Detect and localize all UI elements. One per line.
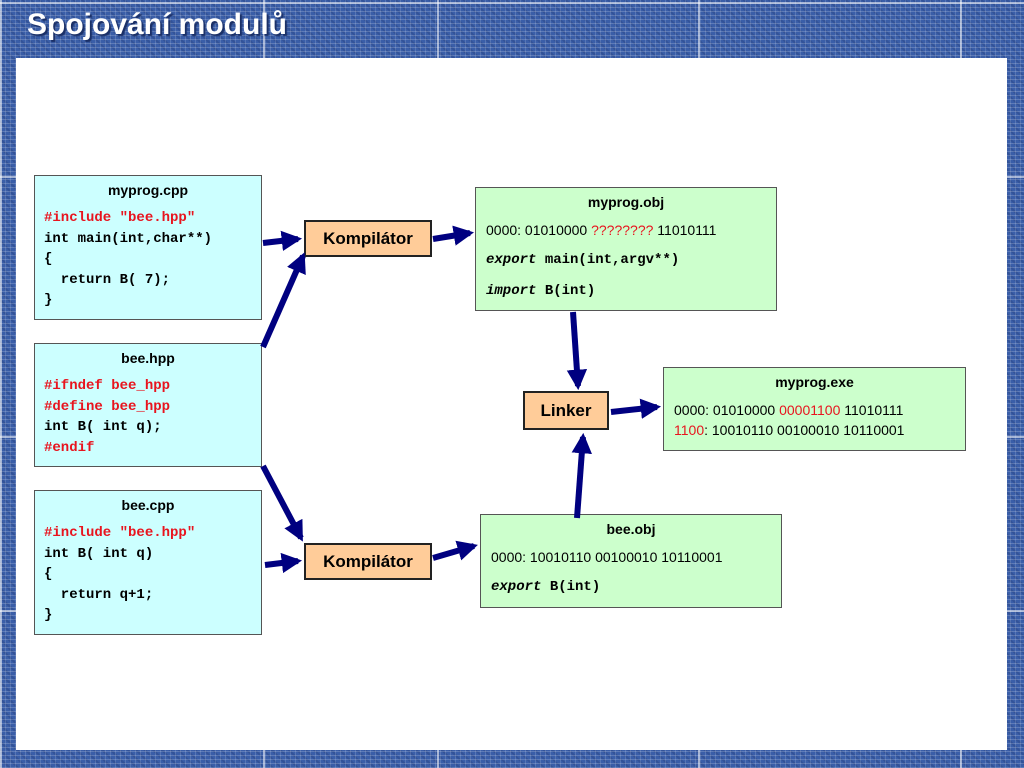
slide-title: Spojování modulů	[27, 8, 287, 41]
code-line: int B( int q);	[44, 419, 162, 435]
code-line: {	[44, 251, 53, 267]
grid-line	[0, 0, 2, 768]
box-title: bee.cpp	[121, 497, 175, 513]
bee-hpp-box: bee.hpp #ifndef bee_hpp #define bee_hpp …	[34, 343, 262, 467]
ifndef-directive: #ifndef bee_hpp	[44, 378, 171, 394]
box-title: bee.obj	[606, 521, 656, 537]
compiler-bottom-box: Kompilátor	[304, 543, 432, 580]
code-line: return q+1;	[44, 586, 154, 603]
box-title: myprog.obj	[587, 194, 665, 210]
code-line: {	[44, 566, 53, 582]
box-title: bee.hpp	[121, 350, 175, 366]
import-symbol: B(int)	[536, 283, 596, 299]
bytes-line: 1100: 10010110 00100010 10110001	[664, 420, 965, 440]
bytes-rest: : 10010110 00100010 10110001	[704, 422, 905, 438]
bytes-line: 0000: 01010000 ???????? 11010111	[476, 220, 776, 240]
myprog-cpp-box: myprog.cpp #include "bee.hpp" int main(i…	[34, 175, 262, 320]
import-line: import B(int)	[476, 281, 776, 301]
code-line: int main(int,char**)	[44, 230, 213, 247]
arrow-compiler-to-bee-obj	[432, 540, 478, 561]
arrow-bee-hpp-to-compiler-top	[260, 252, 306, 349]
bytes-suffix: 11010111	[653, 222, 717, 238]
unresolved-bytes: ????????	[591, 222, 654, 238]
box-title: myprog.cpp	[107, 182, 189, 198]
export-symbol: main(int,argv**)	[536, 252, 680, 268]
myprog-exe-box: myprog.exe 0000: 01010000 00001100 11010…	[663, 367, 966, 451]
export-keyword: export	[491, 579, 542, 595]
code-line: }	[44, 292, 53, 308]
arrow-compiler-to-myprog-obj	[432, 225, 475, 246]
export-line: export main(int,argv**)	[476, 250, 776, 270]
arrow-myprog-obj-to-linker	[566, 311, 588, 391]
define-directive: #define bee_hpp	[44, 398, 171, 415]
grid-line	[0, 2, 1024, 4]
import-keyword: import	[486, 283, 537, 299]
compiler-top-box: Kompilátor	[304, 220, 432, 257]
endif-directive: #endif	[44, 439, 95, 456]
bee-cpp-box: bee.cpp #include "bee.hpp" int B( int q)…	[34, 490, 262, 635]
code-line: return B( 7);	[44, 271, 171, 288]
arrow-bee-hpp-to-compiler-bottom	[260, 464, 304, 542]
export-keyword: export	[486, 252, 537, 268]
address-bytes: 1100	[674, 422, 705, 438]
include-directive: #include "bee.hpp"	[44, 525, 196, 541]
bytes-prefix: 0000: 01010000	[674, 402, 780, 418]
arrow-bee-obj-to-linker	[571, 432, 592, 519]
code-line: int B( int q)	[44, 545, 154, 562]
code-line: }	[44, 607, 53, 623]
export-line: export B(int)	[481, 577, 781, 597]
arrow-myprog-cpp-to-compiler	[262, 230, 303, 251]
linker-box: Linker	[523, 391, 609, 430]
arrow-bee-cpp-to-compiler	[264, 552, 303, 574]
bytes-suffix: 11010111	[840, 402, 904, 418]
arrow-linker-to-myprog-exe	[610, 398, 662, 419]
bytes-line: 0000: 01010000 00001100 11010111	[664, 400, 965, 420]
bytes-prefix: 0000: 01010000	[486, 222, 592, 238]
box-title: myprog.exe	[775, 374, 854, 390]
resolved-bytes: 00001100	[779, 402, 841, 418]
bytes-line: 0000: 10010110 00100010 10110001	[491, 549, 723, 565]
export-symbol: B(int)	[541, 579, 601, 595]
include-directive: #include "bee.hpp"	[44, 210, 196, 226]
bee-obj-box: bee.obj 0000: 10010110 00100010 10110001…	[480, 514, 782, 608]
myprog-obj-box: myprog.obj 0000: 01010000 ???????? 11010…	[475, 187, 777, 311]
